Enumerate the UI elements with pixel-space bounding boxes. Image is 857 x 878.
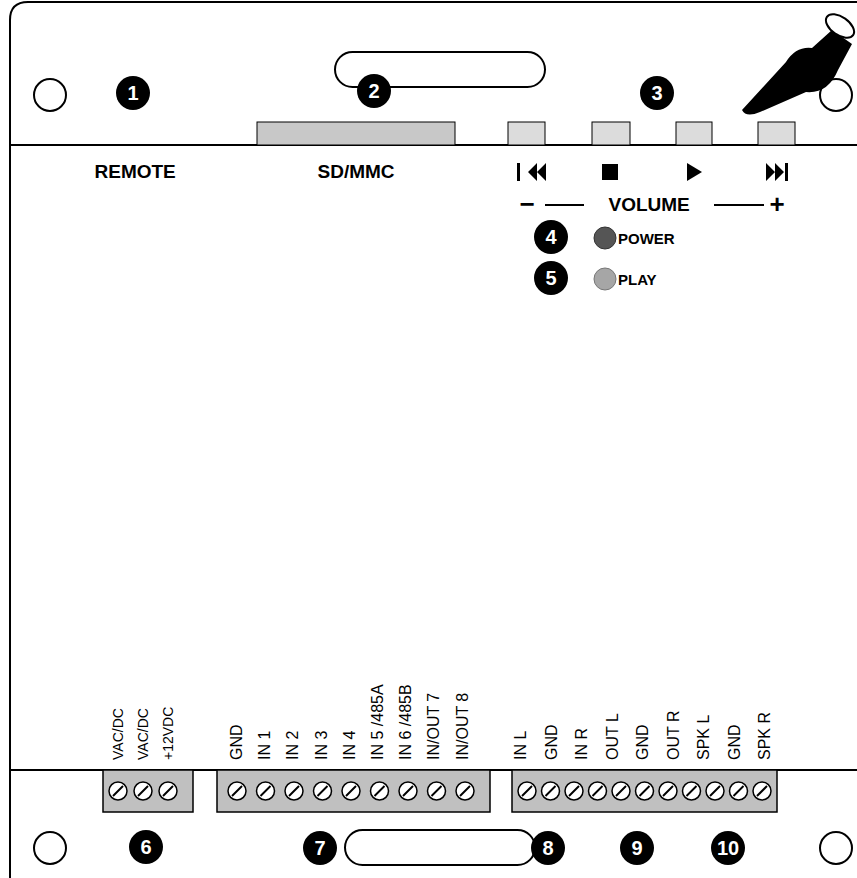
callout-number: 2 [369,80,380,102]
pin-label: IN 3 [313,731,331,760]
callout-circle [620,831,654,865]
pin-label: IN 2 [284,731,302,760]
pin-label: IN L [512,731,530,760]
volume-label: VOLUME [609,195,690,216]
callout-number: 8 [543,837,554,859]
sd-slot [257,122,455,145]
volume-sign: − [520,190,535,219]
callout-number: 4 [546,226,557,248]
next-symbol [766,163,784,181]
pin-label: OUT R [665,711,683,760]
prev-symbol [517,163,520,181]
port-label: REMOTE [95,162,176,183]
pin-label: IN 1 [256,731,274,760]
play-symbol [687,163,702,181]
callout-circle [711,831,745,865]
pin-label: IN 4 [341,731,359,760]
pin-label: SPK L [695,715,713,760]
mounting-hole [34,79,66,111]
pin-label: +12VDC [161,707,176,760]
callout-number: 7 [315,837,326,859]
pin-label: OUT L [604,713,622,760]
callout-circle [303,831,337,865]
stop-symbol [602,164,618,180]
pin-label: IN R [573,728,591,760]
pin-label: GND [228,724,246,760]
callout-number: 1 [128,82,139,104]
pin-label: IN/OUT 8 [454,693,472,760]
play-led [594,268,616,290]
volume-line [545,204,584,206]
mounting-hole [34,832,66,864]
callout-number: 6 [141,836,152,858]
led-label: PLAY [618,272,657,289]
volume-line [714,204,764,206]
callout-circle [640,76,674,110]
power-led [594,227,616,249]
callout-circle [534,220,568,254]
pin-label: VAC/DC [111,708,126,760]
callout-circle [129,830,163,864]
led-label: POWER [618,231,675,248]
port-label: SD/MMC [318,162,395,183]
mounting-hole [820,832,852,864]
callout-circle [116,76,150,110]
pin-label: IN 5 /485A [369,684,387,760]
volume-sign: + [770,190,785,219]
pin-label: IN/OUT 7 [425,693,443,760]
button [758,122,795,145]
terminal-block [217,770,490,812]
pin-label: GND [543,724,561,760]
callout-circle [357,74,391,108]
callout-number: 3 [652,82,663,104]
prev-symbol [528,163,546,181]
terminal-screws [109,782,771,800]
callout-number: 10 [717,837,739,859]
callout-number: 9 [632,837,643,859]
pin-label: VAC/DC [136,708,151,760]
terminal-block [103,770,193,812]
housing-outline [10,2,857,878]
pin-label: SPK R [756,712,774,760]
pin-label: GND [634,724,652,760]
button [508,122,545,145]
callout-circle [534,261,568,295]
pin-label: IN 6 /485B [397,684,415,760]
pointing-hand [742,9,857,114]
callout-number: 5 [546,267,557,289]
terminal-block [512,770,777,812]
button [676,122,712,145]
button [592,122,630,145]
slot [345,830,535,865]
pin-label: GND [726,724,744,760]
next-symbol [785,163,788,181]
callout-circle [531,831,565,865]
